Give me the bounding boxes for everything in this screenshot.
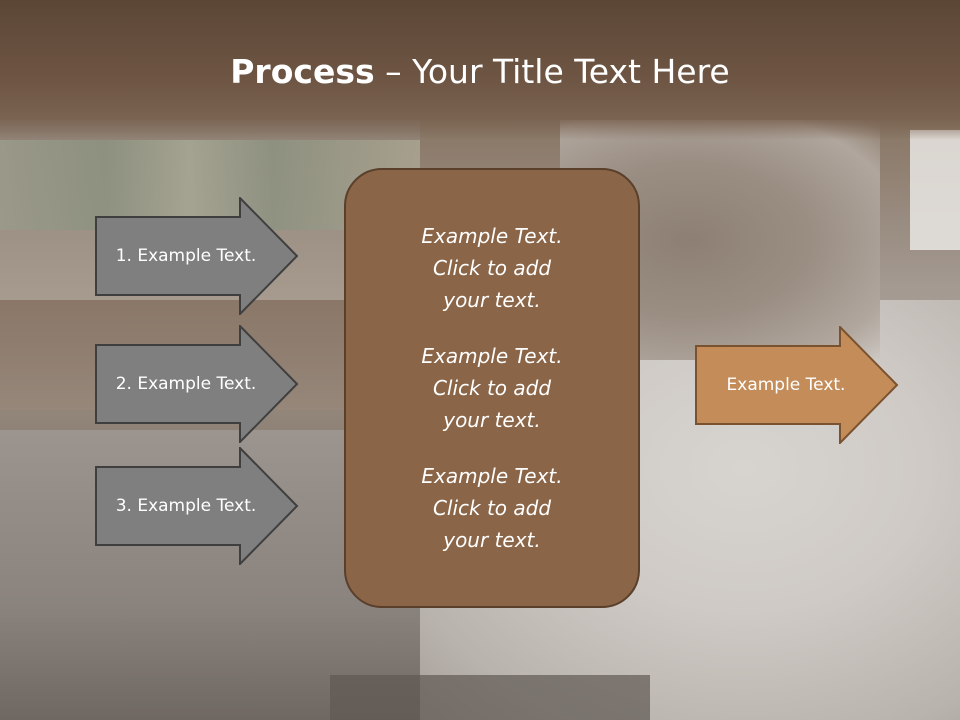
center-text-block-1: Example Text. Click to add your text.: [346, 220, 638, 316]
slide-title[interactable]: Process – Your Title Text Here: [0, 52, 960, 91]
center-block-1-line-3: your text.: [443, 288, 541, 312]
center-text-block-3: Example Text. Click to add your text.: [346, 460, 638, 556]
process-step-3-arrow[interactable]: 3. Example Text.: [95, 447, 300, 565]
process-step-2-label: 2. Example Text.: [115, 374, 257, 394]
arrow-shape-icon: [95, 325, 299, 443]
process-output-label: Example Text.: [726, 375, 846, 395]
center-text-block-2: Example Text. Click to add your text.: [346, 340, 638, 436]
arrow-shape-icon: [95, 197, 299, 315]
center-block-3-line-3: your text.: [443, 528, 541, 552]
center-block-1-line-1: Example Text.: [421, 224, 563, 248]
center-block-3-line-2: Click to add: [432, 496, 552, 520]
center-block-2-line-3: your text.: [443, 408, 541, 432]
center-block-1-line-2: Click to add: [432, 256, 552, 280]
center-block-3-line-1: Example Text.: [421, 464, 563, 488]
center-block-2-line-1: Example Text.: [421, 344, 563, 368]
title-rest: – Your Title Text Here: [374, 52, 730, 91]
arrow-shape-icon: [95, 447, 299, 565]
process-step-2-arrow[interactable]: 2. Example Text.: [95, 325, 300, 443]
process-step-1-label: 1. Example Text.: [115, 246, 257, 266]
process-step-1-arrow[interactable]: 1. Example Text.: [95, 197, 300, 315]
process-output-arrow[interactable]: Example Text.: [695, 326, 900, 444]
background-window: [910, 130, 960, 250]
title-bold: Process: [230, 52, 375, 91]
arrow-shape-icon: [695, 326, 899, 444]
title-band: [0, 0, 960, 140]
center-block-2-line-2: Click to add: [432, 376, 552, 400]
background-laptop-edge: [330, 675, 650, 720]
process-center-box[interactable]: Example Text. Click to add your text. Ex…: [344, 168, 640, 608]
process-step-3-label: 3. Example Text.: [115, 496, 257, 516]
